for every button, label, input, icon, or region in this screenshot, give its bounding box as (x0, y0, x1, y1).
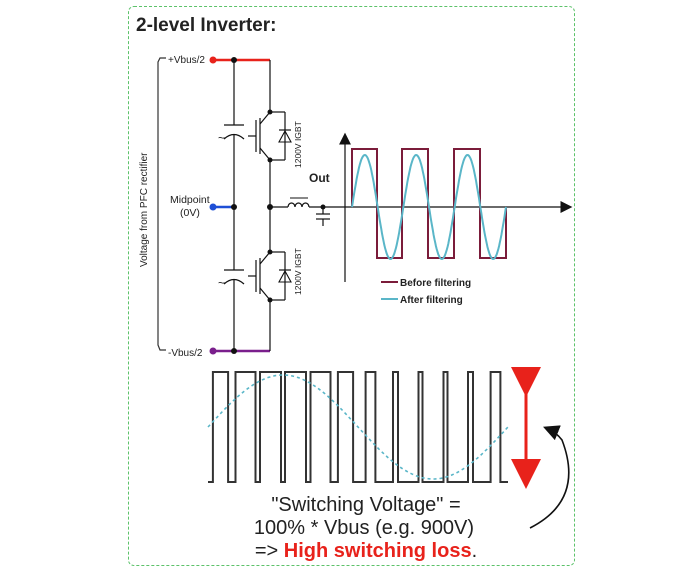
bus-minus-node (209, 347, 217, 355)
callout-arrow (529, 425, 570, 529)
vbus-minus-label: -Vbus/2 (168, 348, 203, 359)
caption-line1: "Switching Voltage" = (271, 494, 460, 516)
caption-line2: 100% * Vbus (e.g. 900V) (254, 517, 474, 539)
switch-leg (248, 60, 286, 351)
pwm-reference-sine (207, 374, 509, 480)
diode-top (278, 129, 292, 143)
left-brace (157, 57, 166, 351)
cap-top-wave: ~ (218, 131, 225, 145)
dashed-frame (128, 6, 575, 566)
caption-line3: => High switching loss. (255, 540, 477, 562)
legend-after: After filtering (400, 295, 463, 306)
page-title: 2-level Inverter: (136, 15, 276, 36)
vertical-caption: Voltage from PFC rectifier (139, 152, 150, 267)
caption-highlight: High switching loss (284, 540, 472, 562)
dc-link-capacitors (223, 60, 245, 351)
caption-line3-suffix: . (472, 540, 478, 562)
midpoint-sub-label: (0V) (180, 207, 200, 219)
output-filter (270, 202, 345, 226)
pwm-pulse-train (208, 371, 508, 483)
cap-bottom-wave: ~ (218, 276, 225, 290)
caption-line3-prefix: => (255, 540, 284, 562)
bus-plus-node (209, 56, 217, 64)
igbt-top-label: 1200V IGBT (293, 121, 303, 168)
midpoint-label: Midpoint (170, 194, 210, 206)
out-label: Out (309, 171, 330, 185)
igbt-bottom-label: 1200V IGBT (293, 248, 303, 295)
legend-before: Before filtering (400, 278, 471, 289)
sine-wave (351, 153, 507, 261)
midpoint-node (209, 203, 217, 211)
diode-bottom (278, 269, 292, 283)
vbus-plus-label: +Vbus/2 (168, 55, 205, 66)
